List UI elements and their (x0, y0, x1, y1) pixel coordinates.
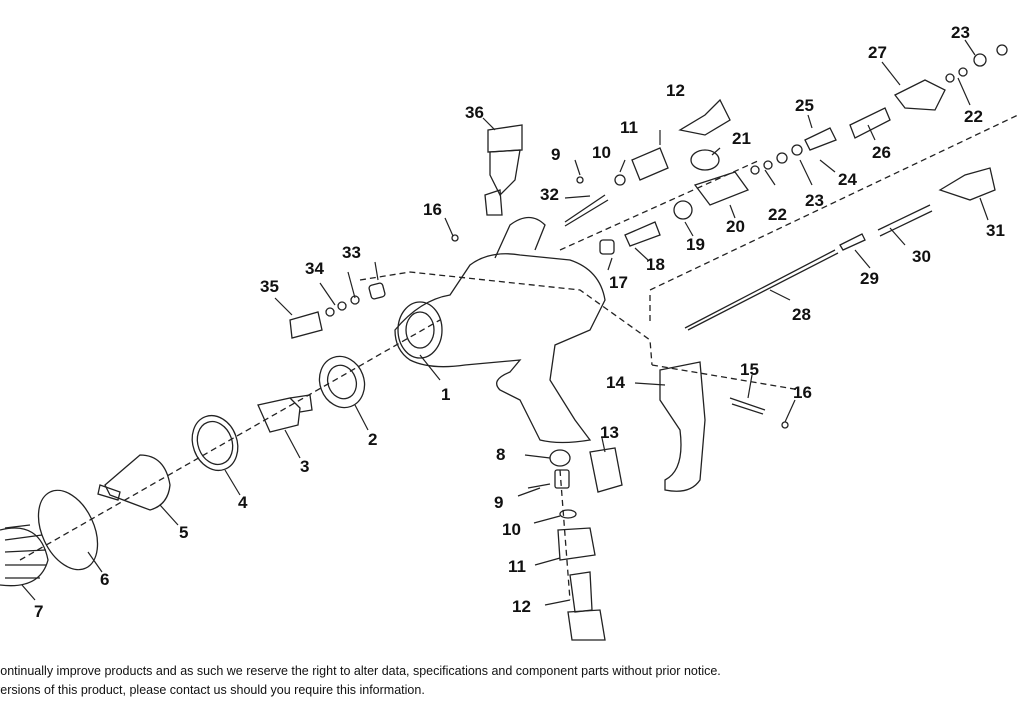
part-pressure-regulator (750, 44, 1008, 175)
label-part-27: 27 (868, 43, 887, 62)
label-part-25: 25 (795, 96, 814, 115)
part-valve-assembly (599, 149, 750, 255)
part-trigger (451, 234, 789, 492)
label-part-1: 1 (441, 385, 450, 404)
label-part-34: 34 (305, 259, 324, 278)
footer-note-line-2: versions of this product, please contact… (0, 683, 425, 697)
label-part-2: 2 (368, 430, 377, 449)
label-part-22-middle: 22 (768, 205, 787, 224)
label-part-36: 36 (465, 103, 484, 122)
part-air-cap-ring (0, 524, 49, 587)
label-part-31: 31 (986, 221, 1005, 240)
label-part-11-lower: 11 (508, 557, 526, 576)
leader-lines (21, 39, 989, 606)
label-part-7: 7 (34, 602, 43, 621)
label-part-22-upper: 22 (964, 107, 983, 126)
part-adjuster-assembly (289, 282, 386, 339)
part-air-cap (97, 454, 171, 511)
label-part-9-upper: 9 (551, 145, 560, 164)
label-part-15: 15 (740, 360, 759, 379)
footer-note-line-1: continually improve products and as such… (0, 664, 721, 678)
part-fluid-nozzle (257, 394, 313, 433)
label-part-10-upper: 10 (592, 143, 611, 162)
label-part-14: 14 (606, 373, 625, 392)
label-part-12-upper: 12 (666, 81, 685, 100)
label-part-29: 29 (860, 269, 879, 288)
label-part-12-lower: 12 (512, 597, 531, 616)
label-part-18: 18 (646, 255, 665, 274)
label-part-19: 19 (686, 235, 705, 254)
label-part-20: 20 (726, 217, 745, 236)
label-part-6: 6 (100, 570, 109, 589)
label-part-8: 8 (496, 445, 505, 464)
label-part-11-upper: 11 (620, 118, 638, 137)
label-part-26: 26 (872, 143, 891, 162)
part-number-labels: 1 2 3 4 5 6 7 8 9 10 11 12 13 14 15 16 1… (34, 23, 1005, 621)
label-part-9-lower: 9 (494, 493, 503, 512)
label-part-4: 4 (238, 493, 248, 512)
label-part-21: 21 (732, 129, 751, 148)
label-part-13: 13 (600, 423, 619, 442)
label-part-17: 17 (609, 273, 628, 292)
label-part-28: 28 (792, 305, 811, 324)
label-part-23-upper: 23 (951, 23, 970, 42)
part-gun-body (394, 216, 606, 444)
label-part-30: 30 (912, 247, 931, 266)
part-baffle (318, 355, 366, 409)
part-seal-ring (37, 489, 99, 571)
label-part-24: 24 (838, 170, 857, 189)
part-cup-connector (484, 124, 523, 216)
label-part-10-lower: 10 (502, 520, 521, 539)
label-part-32: 32 (540, 185, 559, 204)
label-part-16-upper: 16 (423, 200, 442, 219)
label-part-16-right: 16 (793, 383, 812, 402)
footer-notes: continually improve products and as such… (0, 662, 1018, 700)
label-part-33: 33 (342, 243, 361, 262)
label-part-5: 5 (179, 523, 188, 542)
part-retaining-ring (191, 414, 239, 472)
part-needle-packing-top (564, 98, 731, 227)
label-part-3: 3 (300, 457, 309, 476)
part-air-valve-assembly (527, 447, 623, 641)
label-part-35: 35 (260, 277, 279, 296)
part-fluid-needle (684, 167, 996, 331)
label-part-23-middle: 23 (805, 191, 824, 210)
